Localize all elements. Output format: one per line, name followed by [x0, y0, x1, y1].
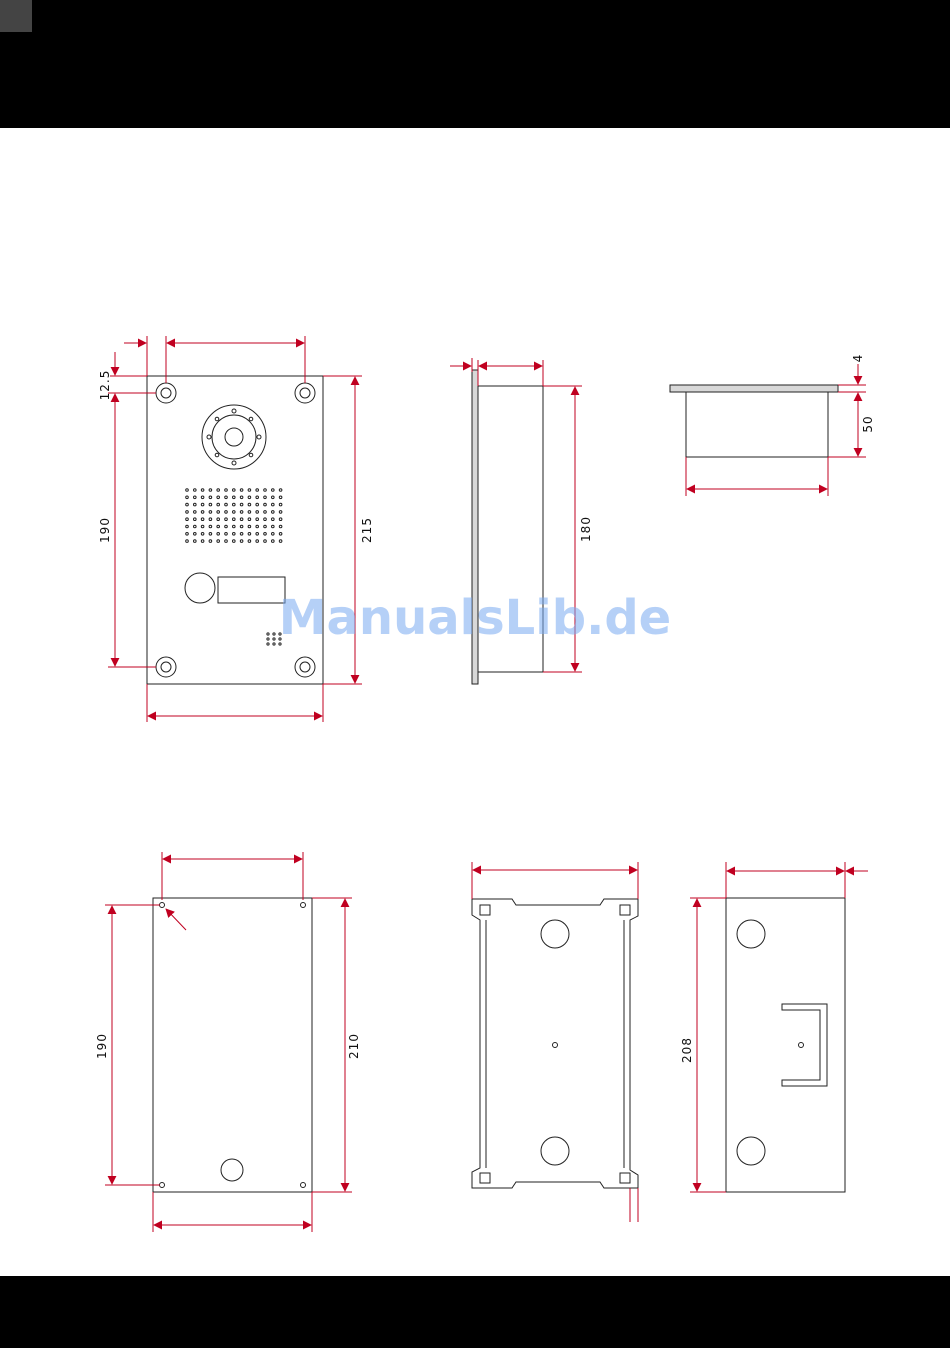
dim-side-depth: 180 — [579, 516, 593, 542]
dim-box-height: 208 — [680, 1037, 694, 1063]
box-side-dimensions — [690, 862, 868, 1192]
speaker-grille-icon — [186, 489, 282, 543]
dim-front-hole-spacing: 190 — [98, 517, 112, 543]
top-view-dimensions — [686, 364, 866, 496]
top-box — [686, 392, 828, 457]
dim-cutout-hole-spacing: 190 — [95, 1033, 109, 1059]
watermark: ManualsLib.de — [0, 590, 950, 646]
front-view-dimensions — [108, 336, 362, 722]
footer-bar — [0, 1276, 950, 1348]
knockout-bottom — [541, 1137, 569, 1165]
dim-top-offset: 12.5 — [98, 370, 112, 401]
cutout-view — [153, 898, 312, 1192]
screw-top-right — [295, 383, 315, 403]
box-back-outline — [472, 899, 638, 1188]
dim-top-body: 50 — [861, 415, 875, 432]
cable-entry-hole — [221, 1159, 243, 1181]
top-front-plate — [670, 385, 838, 392]
cutout-view-dimensions — [105, 852, 352, 1232]
screw-bottom-right — [295, 657, 315, 677]
box-back-view — [472, 899, 638, 1188]
knockout-top — [541, 920, 569, 948]
top-view — [670, 385, 838, 457]
screw-top-left — [156, 383, 176, 403]
dim-top-plate: 4 — [851, 354, 865, 363]
dim-front-height: 215 — [360, 517, 374, 543]
cutout-outline — [153, 898, 312, 1192]
dim-cutout-height: 210 — [347, 1033, 361, 1059]
mounting-bracket — [782, 1004, 827, 1086]
camera-lens-icon — [202, 405, 266, 469]
box-side-view — [726, 898, 845, 1192]
screw-bottom-left — [156, 657, 176, 677]
